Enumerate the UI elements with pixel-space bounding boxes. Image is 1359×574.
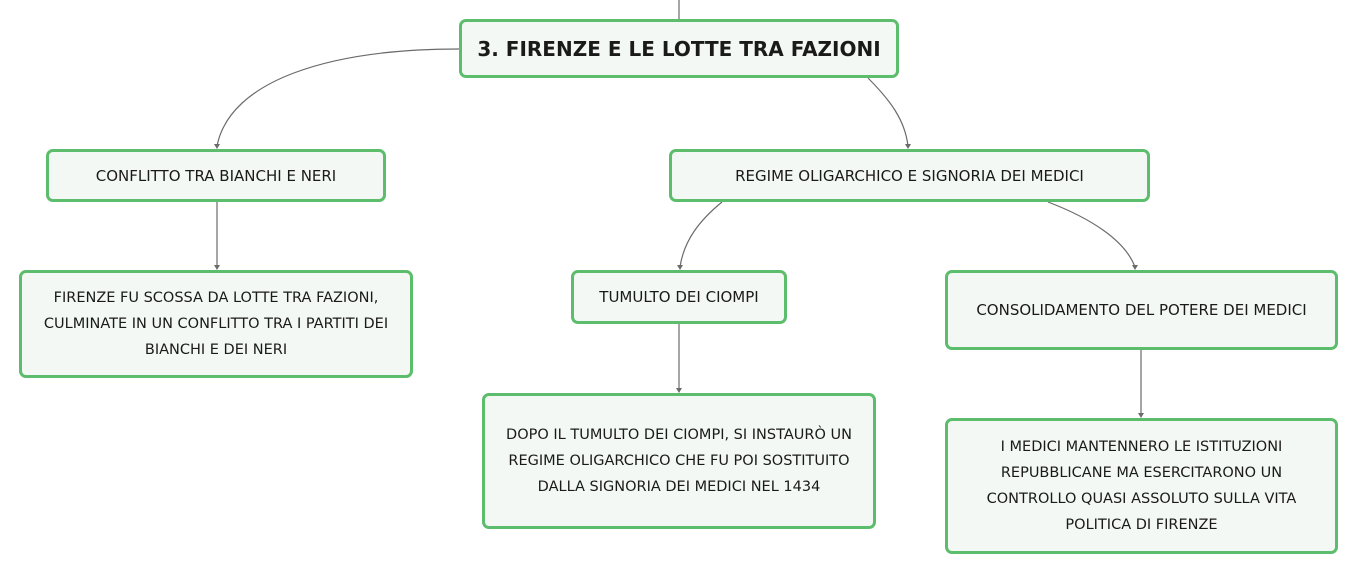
arrowhead-bianchi-neri-detail — [214, 265, 220, 270]
node-root-label: 3. FIRENZE E LE LOTTE TRA FAZIONI — [477, 36, 881, 61]
node-conflitto-bianchi-neri[interactable]: CONFLITTO TRA BIANCHI E NERI — [46, 149, 386, 202]
connector-regime-to-consolidamento — [1047, 201, 1136, 268]
node-tumulto-detail-text: DOPO IL TUMULTO DEI CIOMPI, SI INSTAURÒ … — [506, 427, 852, 495]
connector-regime-to-tumulto — [679, 201, 723, 268]
node-regime-oligarchico[interactable]: REGIME OLIGARCHICO E SIGNORIA DEI MEDICI — [669, 149, 1150, 202]
arrowhead-tumulto-detail — [676, 388, 682, 393]
node-consolidamento-medici[interactable]: CONSOLIDAMENTO DEL POTERE DEI MEDICI — [945, 270, 1338, 350]
arrowhead-regime — [905, 144, 911, 149]
node-consolidamento-detail[interactable]: I MEDICI MANTENNERO LE ISTITUZIONI REPUB… — [945, 418, 1338, 554]
node-consolidamento-detail-text: I MEDICI MANTENNERO LE ISTITUZIONI REPUB… — [986, 439, 1297, 533]
node-tumulto-ciompi-label: TUMULTO DEI CIOMPI — [599, 288, 759, 306]
arrowhead-bianchi-neri — [214, 144, 220, 149]
connector-root-to-regime — [867, 77, 909, 147]
node-bianchi-neri-detail-text: FIRENZE FU SCOSSA DA LOTTE TRA FAZIONI, … — [43, 290, 389, 358]
node-regime-oligarchico-label: REGIME OLIGARCHICO E SIGNORIA DEI MEDICI — [735, 166, 1084, 185]
arrowhead-consolidamento — [1132, 265, 1138, 270]
node-consolidamento-medici-label: CONSOLIDAMENTO DEL POTERE DEI MEDICI — [976, 301, 1307, 319]
arrowhead-consolidamento-detail — [1138, 413, 1144, 418]
arrowhead-tumulto — [677, 265, 683, 270]
node-bianchi-neri-detail[interactable]: FIRENZE FU SCOSSA DA LOTTE TRA FAZIONI, … — [19, 270, 413, 378]
node-tumulto-ciompi[interactable]: TUMULTO DEI CIOMPI — [571, 270, 787, 324]
connector-root-to-bianchi-neri — [216, 48, 460, 147]
node-tumulto-detail[interactable]: DOPO IL TUMULTO DEI CIOMPI, SI INSTAURÒ … — [482, 393, 876, 529]
node-conflitto-bianchi-neri-label: CONFLITTO TRA BIANCHI E NERI — [95, 166, 337, 185]
node-root-title[interactable]: 3. FIRENZE E LE LOTTE TRA FAZIONI — [459, 19, 899, 78]
